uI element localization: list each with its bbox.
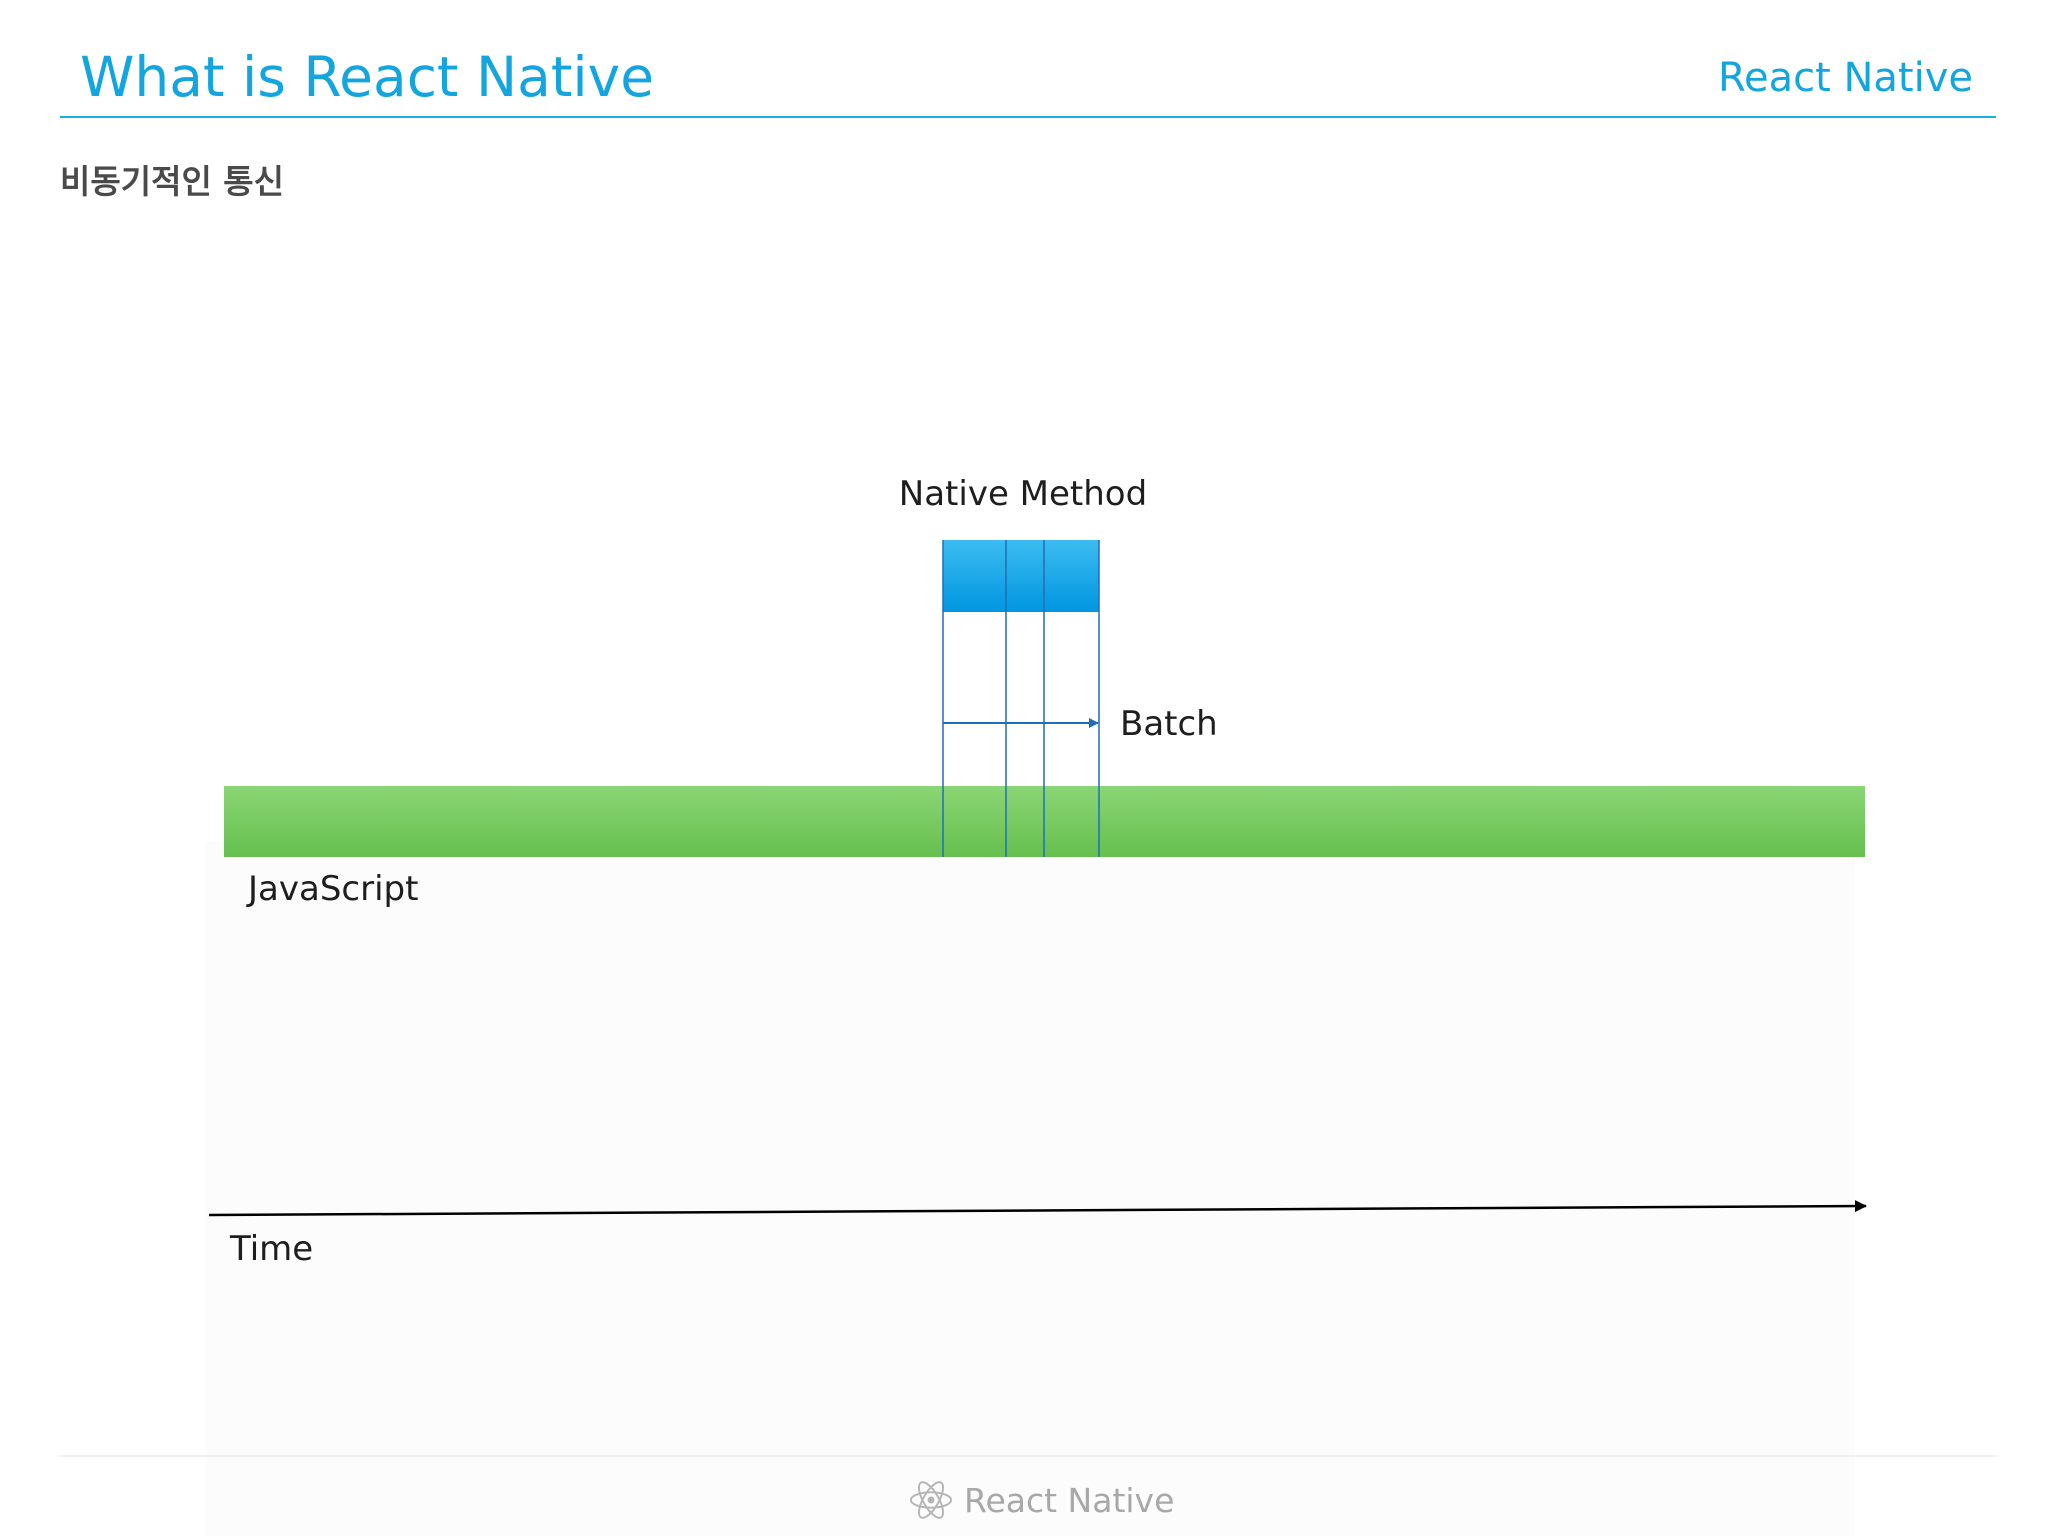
react-atom-icon: [909, 1481, 953, 1519]
diagram-background: [205, 842, 1855, 1536]
page-title: What is React Native: [80, 45, 655, 109]
native-method-label: Native Method: [899, 474, 1147, 514]
footer-divider: [60, 1455, 1996, 1457]
time-axis-label: Time: [229, 1229, 313, 1269]
native-call-lines: [942, 540, 1100, 857]
javascript-label: JavaScript: [246, 869, 418, 909]
time-axis-arrow: [208, 1200, 1867, 1217]
native-method-block: [943, 540, 1099, 612]
section-subtitle: 비동기적인 통신: [60, 162, 285, 201]
header-divider: [60, 116, 1996, 118]
footer-label: React Native: [964, 1480, 1175, 1520]
footer-brand: React Native: [908, 1475, 1174, 1525]
batch-label: Batch: [1120, 704, 1218, 744]
header-brand: React Native: [1717, 55, 1973, 101]
